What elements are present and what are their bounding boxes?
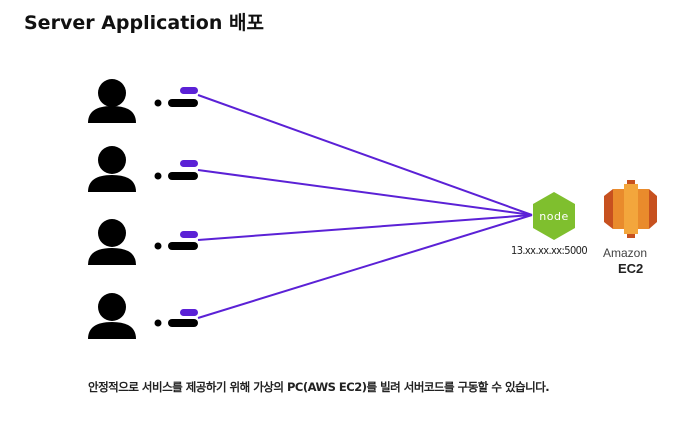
- connection-line-1: [197, 94, 533, 216]
- server-address: 13.xx.xx.xx:5000: [511, 244, 588, 257]
- page-title: Server Application 배포: [24, 12, 264, 34]
- amazon-ec2-icon: [604, 180, 657, 238]
- ip-address-icon: [154, 309, 198, 327]
- aws-service-label: EC2: [618, 261, 644, 276]
- user-icon: [88, 293, 136, 339]
- connection-line-2: [197, 169, 533, 216]
- connection-line-3: [197, 214, 533, 241]
- ip-address-icon: [154, 87, 198, 107]
- aws-provider-label: Amazon: [603, 246, 648, 260]
- client-3: [88, 219, 198, 265]
- client-2: [88, 146, 198, 192]
- connection-line-4: [197, 214, 533, 319]
- user-icon: [88, 146, 136, 192]
- connection-lines: [197, 94, 533, 319]
- user-icon: [88, 79, 136, 123]
- node-js-icon: node: [533, 192, 575, 240]
- ip-address-icon: [154, 160, 198, 180]
- client-4: [88, 293, 198, 339]
- caption: 안정적으로 서비스를 제공하기 위해 가상의 PC(AWS EC2)를 빌려 서…: [88, 380, 550, 394]
- client-1: [88, 79, 198, 123]
- user-icon: [88, 219, 136, 265]
- ip-address-icon: [154, 231, 198, 250]
- node-logo-text: node: [539, 210, 568, 223]
